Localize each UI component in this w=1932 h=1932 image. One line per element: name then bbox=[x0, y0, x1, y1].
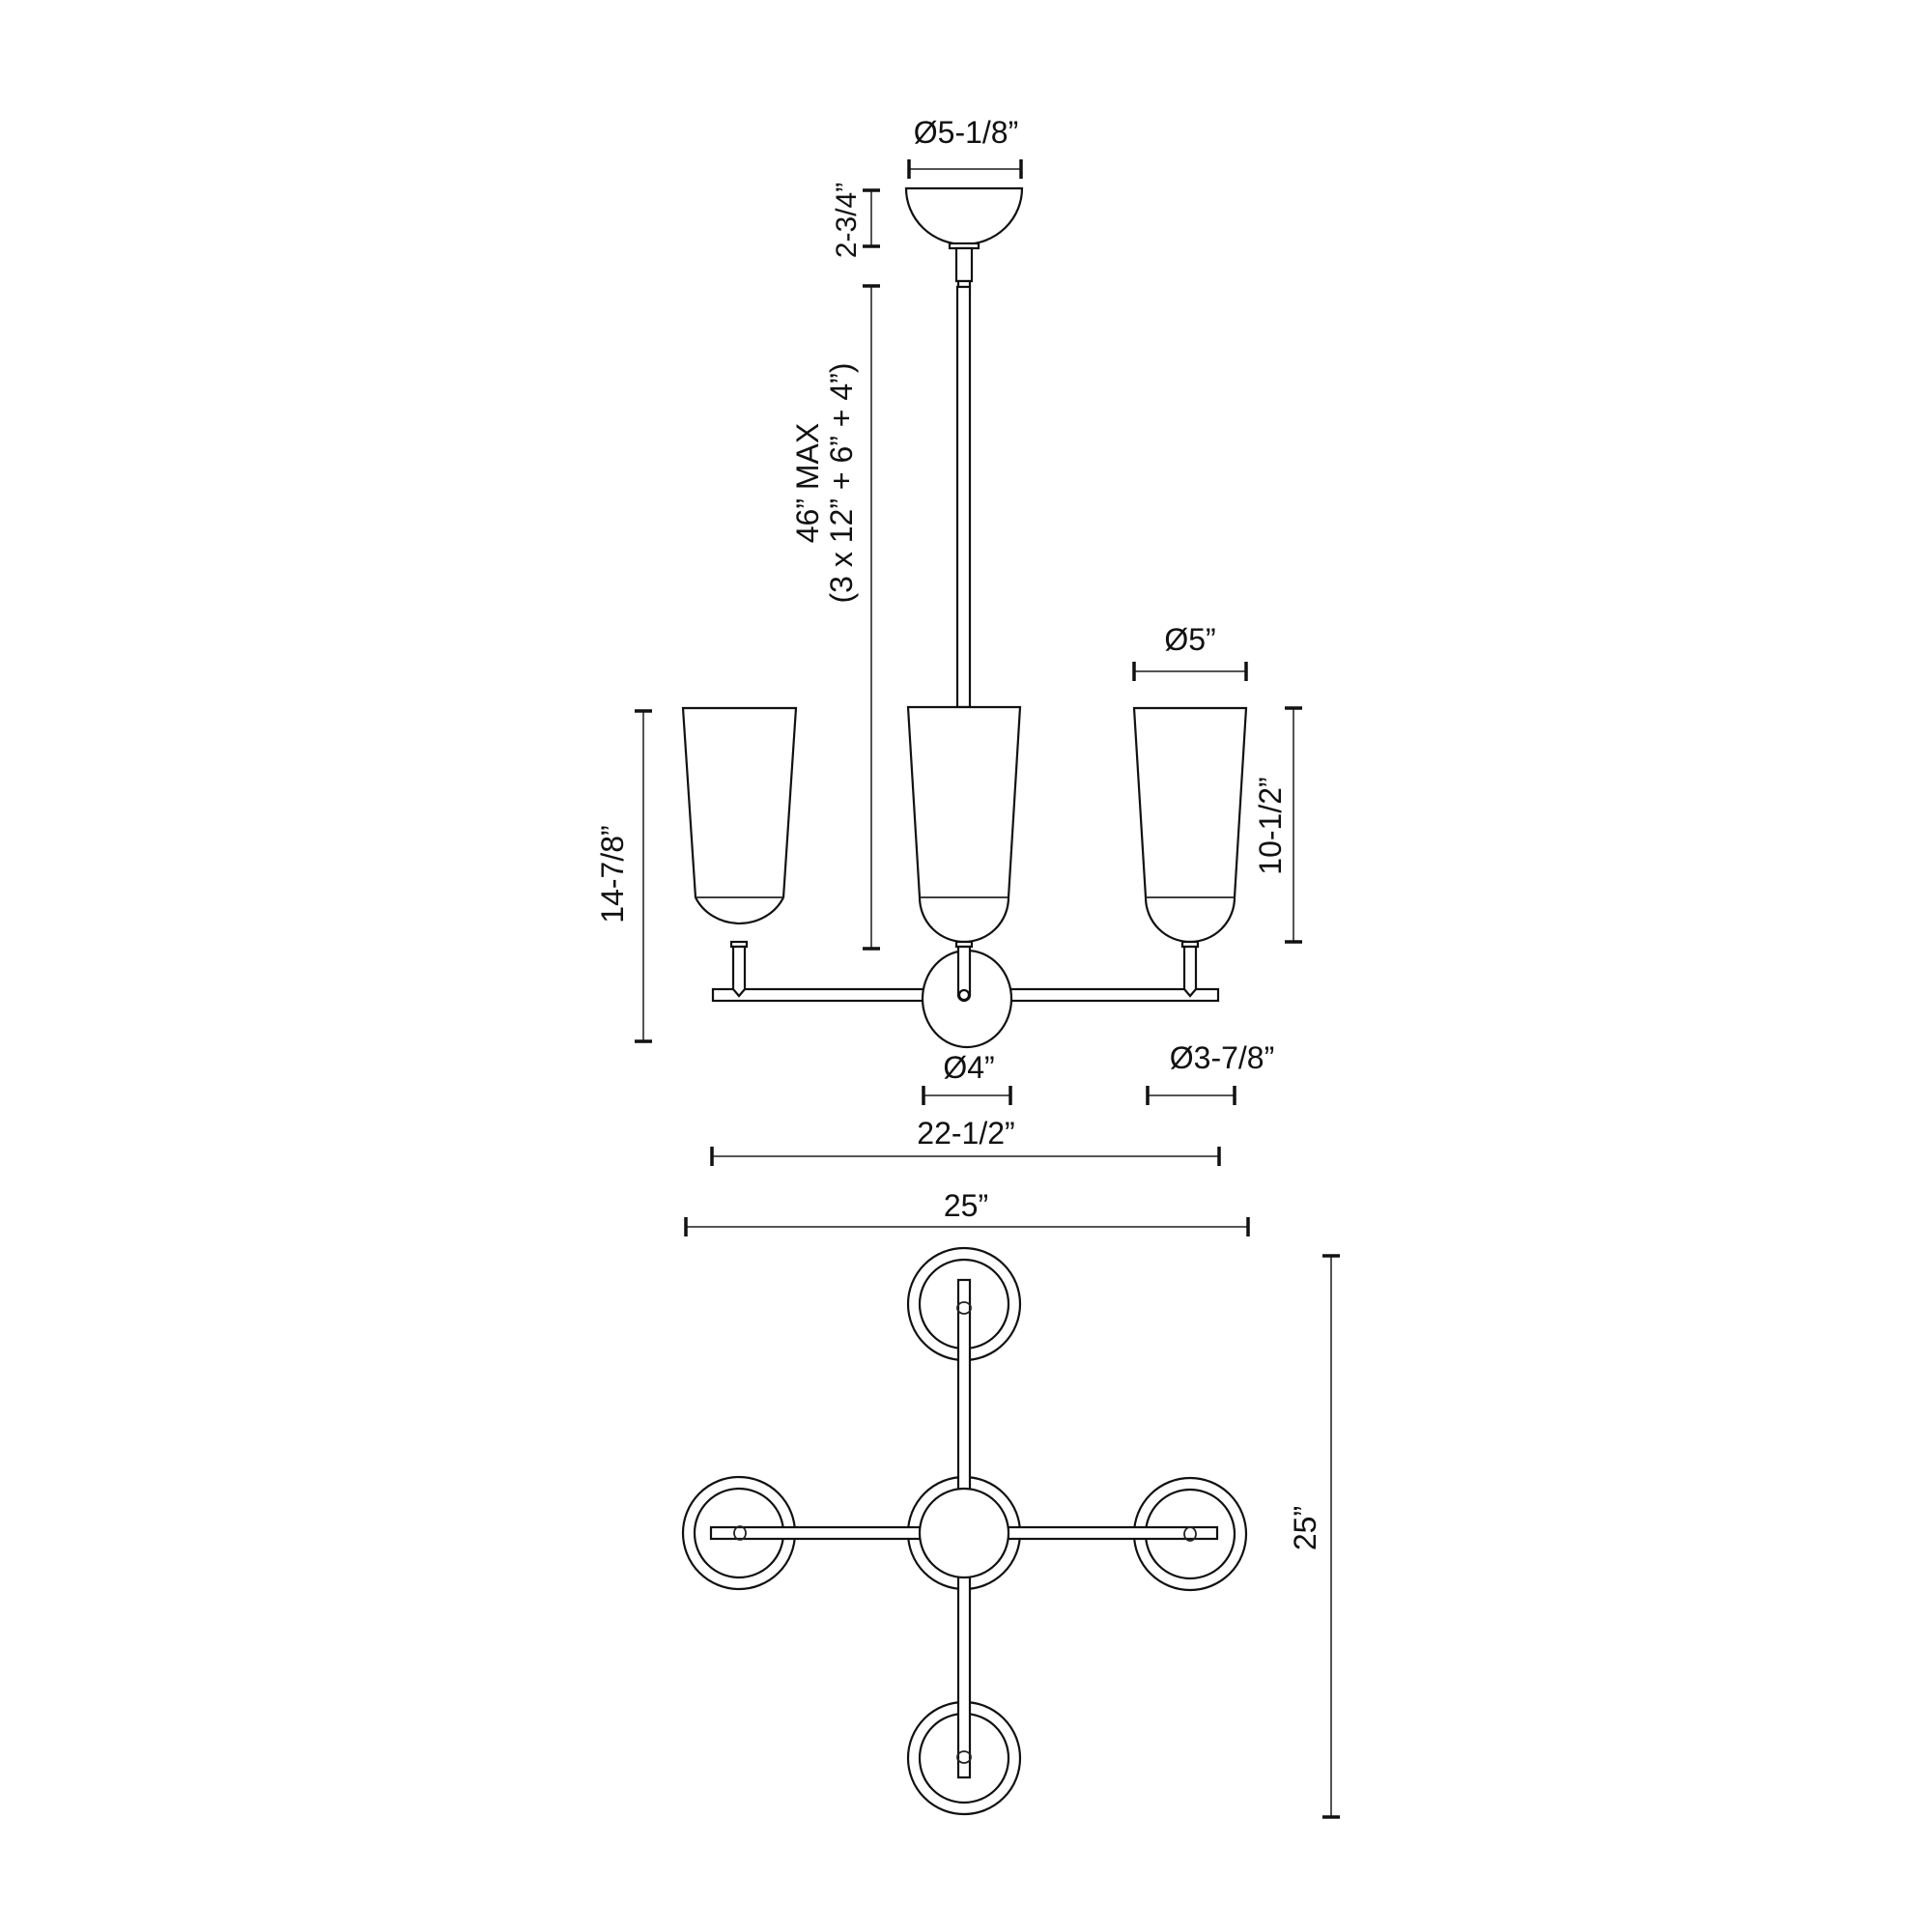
overall-width-dimension: 25” bbox=[684, 1188, 1250, 1236]
cup-diameter-label: Ø3-7/8” bbox=[1170, 1040, 1274, 1075]
canopy-height-label: 2-3/4” bbox=[831, 183, 863, 258]
arm-span-label: 22-1/2” bbox=[917, 1116, 1014, 1151]
hub-diameter-dimension: Ø4” bbox=[922, 1050, 1012, 1105]
rod-breakdown-label: (3 x 12” + 6” + 4”) bbox=[824, 363, 859, 604]
hub-diameter-label: Ø4” bbox=[943, 1050, 994, 1085]
overall-depth-dimension: 25” bbox=[1288, 1254, 1340, 1819]
arm-span-dimension: 22-1/2” bbox=[710, 1116, 1221, 1166]
left-shade bbox=[681, 706, 798, 998]
shade-height-label: 10-1/2” bbox=[1253, 777, 1288, 874]
canopy bbox=[904, 186, 1024, 289]
top-view-hub-inner bbox=[918, 1487, 1010, 1579]
shade-diameter-dimension: Ø5” bbox=[1132, 622, 1248, 681]
side-view: Ø5-1/8” 2-3/4” 46” MAX (3 x 12” bbox=[595, 115, 1302, 1236]
shade-height-dimension: 10-1/2” bbox=[1253, 706, 1302, 944]
canopy-height-dimension: 2-3/4” bbox=[831, 183, 880, 258]
cup-diameter-dimension: Ø3-7/8” bbox=[1146, 1040, 1274, 1105]
overall-width-label: 25” bbox=[944, 1188, 988, 1223]
canopy-diameter-label: Ø5-1/8” bbox=[914, 115, 1018, 150]
rod-length-dimension: 46” MAX (3 x 12” + 6” + 4”) bbox=[790, 284, 880, 951]
canopy-diameter-dimension: Ø5-1/8” bbox=[907, 115, 1023, 179]
downrod bbox=[955, 285, 972, 709]
overall-depth-label: 25” bbox=[1288, 1506, 1322, 1550]
fixture-height-dimension: 14-7/8” bbox=[595, 709, 652, 1043]
right-shade bbox=[1132, 706, 1248, 998]
top-view: 25” bbox=[681, 1246, 1340, 1819]
rod-max-label: 46” MAX bbox=[790, 423, 825, 543]
center-shade bbox=[906, 705, 1022, 1003]
shade-diameter-label: Ø5” bbox=[1164, 622, 1215, 657]
fixture-height-label: 14-7/8” bbox=[595, 825, 630, 923]
socket-markers bbox=[733, 1301, 1197, 1764]
